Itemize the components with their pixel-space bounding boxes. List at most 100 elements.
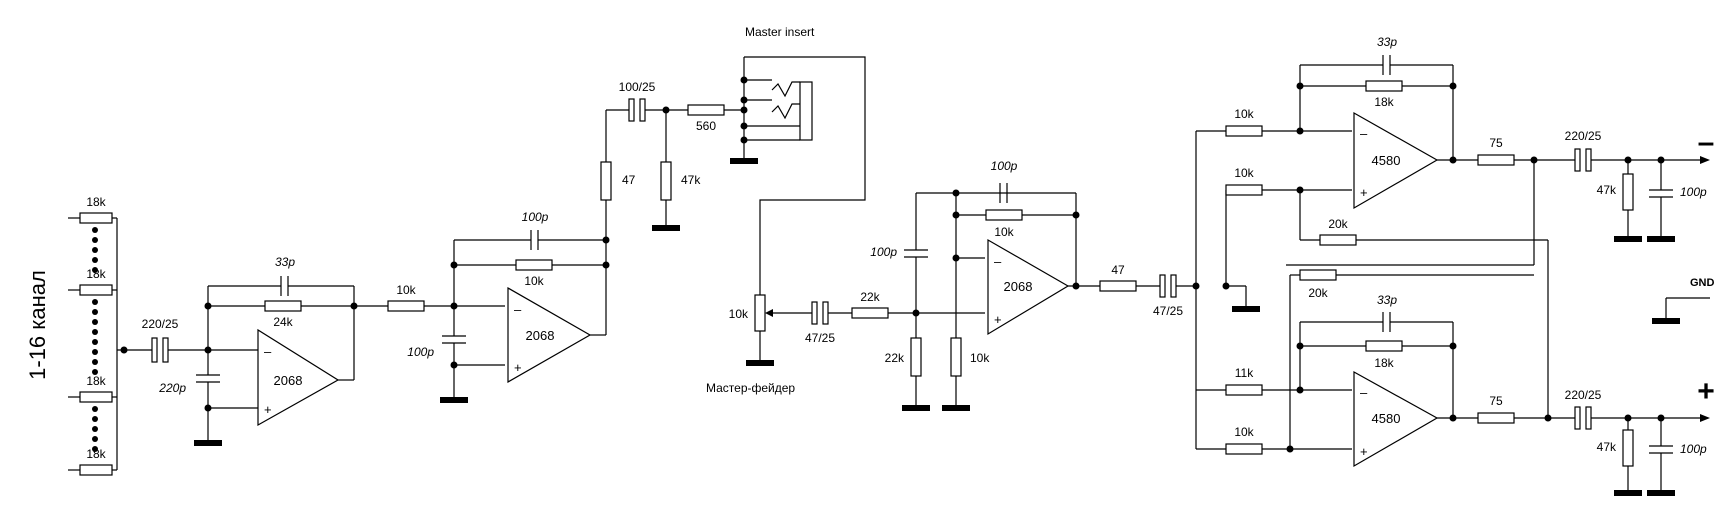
u5-input-resistor-value: 11k xyxy=(1235,366,1254,380)
insert-shunt-resistor-value: 47k xyxy=(681,173,701,187)
insert-series-resistor-value: 560 xyxy=(696,119,716,133)
output-arrow-plus xyxy=(1700,414,1710,422)
stage3: 100p 22k 10k 10k 100p – + 2068 47 xyxy=(870,159,1200,411)
master-fader-label: Мастер-фейдер xyxy=(706,381,795,395)
output-cap-4-plate xyxy=(1585,148,1592,172)
balanced-output: 10k 10k 33p 18k – + 4580 xyxy=(1195,35,1715,496)
insert-resistor-value: 47 xyxy=(622,173,636,187)
fader-capacitor-plate xyxy=(822,301,829,325)
mix-resistor-3-value: 18k xyxy=(86,374,106,388)
opamp-u4-label: 4580 xyxy=(1372,153,1401,168)
master-insert-title: Master insert xyxy=(745,25,815,39)
opamp-u4-noninv: + xyxy=(1360,185,1368,200)
output-resistor-5-value: 75 xyxy=(1489,394,1503,408)
feedback-resistor-1 xyxy=(264,300,302,312)
fader-series-resistor xyxy=(851,307,889,319)
insert-capacitor-plate xyxy=(639,98,646,122)
ground-symbol xyxy=(652,225,680,231)
feedback-cap-5-value: 33p xyxy=(1377,293,1397,307)
master-fader-pot xyxy=(754,294,766,332)
opamp-u1 xyxy=(257,328,340,427)
mix-resistor-2-value: 18k xyxy=(86,267,106,281)
feedback-resistor-4 xyxy=(1365,80,1403,92)
mix-resistor-3 xyxy=(79,391,113,403)
input-cap-3-value: 100p xyxy=(870,245,897,259)
input-capacitor-plate xyxy=(162,337,169,363)
u5-ref-resistor xyxy=(1225,443,1263,455)
jack-contact xyxy=(771,103,800,120)
opamp-u2-inv: – xyxy=(514,302,522,317)
insert-resistor xyxy=(600,161,612,201)
opamp-u5-label: 4580 xyxy=(1372,411,1401,426)
opamp-u2 xyxy=(507,286,592,384)
output-cap-4-value: 220/25 xyxy=(1565,129,1602,143)
ellipsis-dots xyxy=(92,227,98,452)
output-resistor-4-value: 75 xyxy=(1489,136,1503,150)
ground-symbol xyxy=(1647,490,1675,496)
opamp-u5-noninv: + xyxy=(1360,444,1368,459)
input-capacitor-value: 220/25 xyxy=(142,317,179,331)
opamp-u2-noninv: + xyxy=(514,360,522,375)
output-cap-5-plate xyxy=(1574,406,1581,430)
cross-resistor-2-value: 20k xyxy=(1308,286,1328,300)
opamp-u1-noninv: + xyxy=(264,402,272,417)
cross-resistor-2 xyxy=(1299,269,1337,281)
output-resistor-3-value: 47 xyxy=(1111,263,1125,277)
ground-symbol xyxy=(942,405,970,411)
feedback-resistor-2 xyxy=(515,259,553,271)
jack-contact xyxy=(771,81,800,98)
mix-resistor-4 xyxy=(79,464,113,476)
stage1: 220/25 220p 24k 33p – + 2068 xyxy=(117,255,358,446)
load-resistor-4 xyxy=(1622,173,1634,211)
feedback-resistor-5 xyxy=(1365,340,1403,352)
mix-resistor-2 xyxy=(79,284,113,296)
ground-symbol xyxy=(440,397,468,403)
channel-label: 1-16 канал xyxy=(25,270,50,380)
input-capacitor-plate xyxy=(151,337,158,363)
insert-capacitor-plate xyxy=(628,98,635,122)
opamp-u3-label: 2068 xyxy=(1004,279,1033,294)
shunt-capacitor-2-value: 100p xyxy=(407,345,434,359)
feedback-resistor-1-value: 24k xyxy=(273,315,293,329)
output-cap-3-plate xyxy=(1170,274,1177,298)
opamp-u3-noninv: + xyxy=(994,312,1002,327)
series-resistor-2-value: 10k xyxy=(396,283,416,297)
ground-resistor-3b-value: 10k xyxy=(970,351,990,365)
output-resistor-5 xyxy=(1477,412,1515,424)
ground-symbol xyxy=(1614,236,1642,242)
mix-resistor-4-value: 18k xyxy=(86,447,106,461)
ground-symbol xyxy=(1232,306,1260,312)
feedback-cap-2-value: 100p xyxy=(522,210,549,224)
opamp-u4 xyxy=(1353,111,1439,210)
output-resistor-4 xyxy=(1477,154,1515,166)
feedback-resistor-3-value: 10k xyxy=(994,225,1014,239)
ground-resistor-3a xyxy=(910,337,922,377)
feedback-resistor-2-value: 10k xyxy=(524,274,544,288)
master-fader: 10k Мастер-фейдер 47/25 22k xyxy=(706,290,985,395)
opamp-u3 xyxy=(987,238,1070,336)
mix-resistor-1-value: 18k xyxy=(86,195,106,209)
opamp-u2-label: 2068 xyxy=(526,328,555,343)
master-fader-pot-value: 10k xyxy=(729,307,749,321)
opamp-u4-inv: – xyxy=(1360,126,1368,141)
wiper-arrow xyxy=(765,309,773,317)
ground-resistor-3b xyxy=(950,337,962,377)
opamp-u1-inv: – xyxy=(264,344,272,359)
fader-capacitor-plate xyxy=(811,301,818,325)
ground-symbol xyxy=(1652,318,1680,324)
fader-capacitor-value: 47/25 xyxy=(805,331,835,345)
ground-symbol xyxy=(902,405,930,411)
feedback-resistor-4-value: 18k xyxy=(1374,95,1394,109)
load-resistor-5-value: 47k xyxy=(1597,440,1617,454)
output-plus-sign: + xyxy=(1697,375,1715,408)
opamp-u5-inv: – xyxy=(1360,385,1368,400)
mix-resistor-1 xyxy=(79,212,113,224)
series-resistor-2 xyxy=(387,300,425,312)
opamp-u1-label: 2068 xyxy=(274,373,303,388)
ground-resistor-3a-value: 22k xyxy=(885,351,905,365)
cross-resistor-1-value: 20k xyxy=(1328,217,1348,231)
feedback-resistor-3 xyxy=(985,209,1023,221)
output-cap-5-value: 220/25 xyxy=(1565,388,1602,402)
